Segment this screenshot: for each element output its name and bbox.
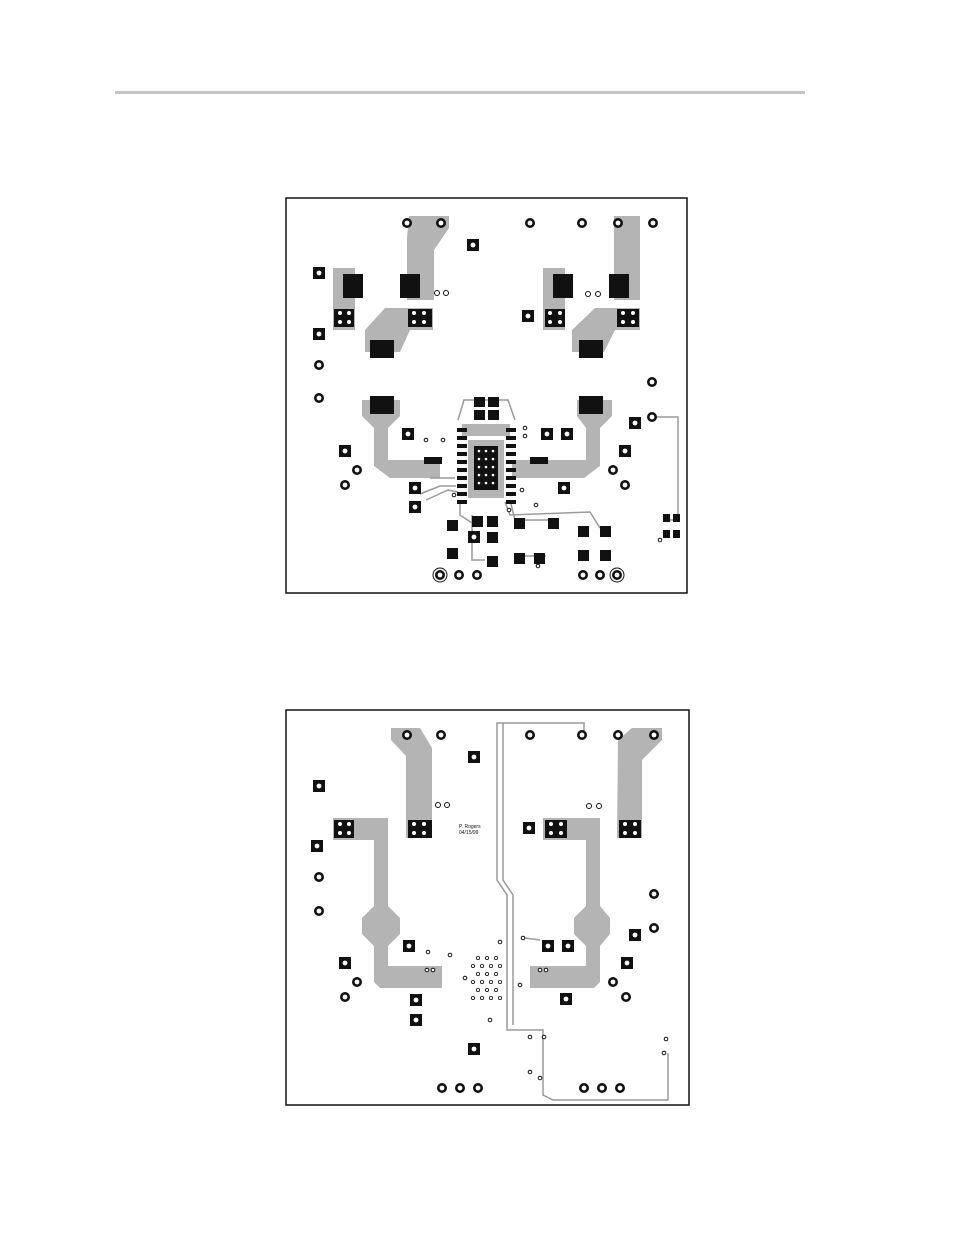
silkscreen-label: P. Rogers 04/15/99 [459,824,481,836]
silkscreen-date: 04/15/99 [459,830,481,836]
